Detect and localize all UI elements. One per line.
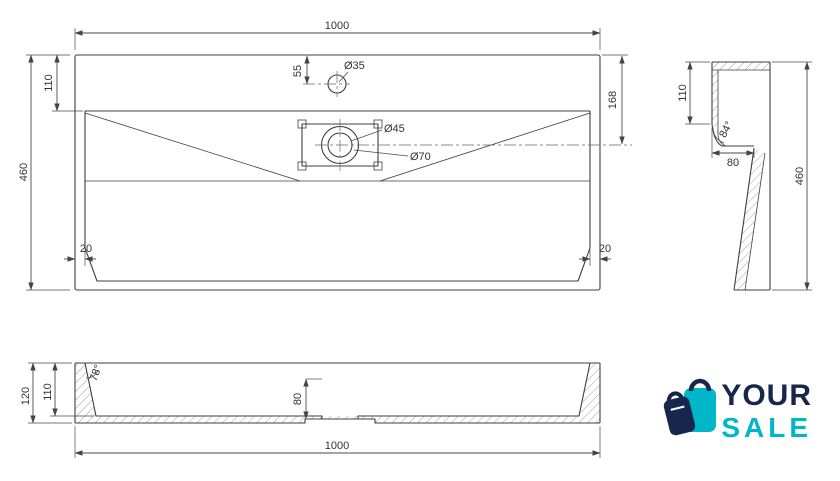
dim-label-top-width: 1000 xyxy=(325,20,349,32)
dim-label-drain-offset: 168 xyxy=(607,91,619,109)
dim-front-inner-height: 110 xyxy=(42,362,94,417)
dim-label-front-width: 1000 xyxy=(325,440,349,452)
top-view-outline xyxy=(74,54,601,291)
dim-gap-right: 20 xyxy=(579,243,611,266)
label-faucet-diameter: Ø35 xyxy=(338,60,365,83)
logo-text-line1: YOUR xyxy=(721,379,812,412)
front-section-hatch xyxy=(75,363,600,423)
dim-deck: 110 xyxy=(43,54,83,112)
top-view: 1000 460 110 55 Ø35 168 xyxy=(18,20,632,291)
dim-gap-left: 20 xyxy=(64,243,96,266)
dim-label-gap-right: 20 xyxy=(599,243,611,255)
label-drain-outer: Ø70 xyxy=(353,149,431,163)
front-section-view: 120 110 78° 80 1000 xyxy=(20,362,601,458)
dim-label-faucet-offset: 55 xyxy=(292,65,304,77)
dim-label-gap-left: 20 xyxy=(80,243,92,255)
dim-label-top-depth: 460 xyxy=(18,163,30,181)
dim-label-side-deck: 110 xyxy=(677,84,689,102)
shopping-bag-icon xyxy=(663,378,716,436)
dim-label-front-inner-height: 110 xyxy=(42,383,54,401)
faucet-diameter-text: Ø35 xyxy=(344,60,365,72)
dim-label-front-drain: 80 xyxy=(292,393,304,405)
dim-front-drain: 80 xyxy=(292,378,322,420)
angle-label-front: 78° xyxy=(88,363,105,383)
dim-side-deck: 110 xyxy=(677,61,710,125)
dim-drain-offset: 168 xyxy=(602,54,628,145)
logo: YOUR SALE xyxy=(663,378,812,443)
dim-front-width: 1000 xyxy=(74,426,601,458)
drain-inner-text: Ø45 xyxy=(384,123,405,135)
side-section-outline xyxy=(711,61,771,291)
side-section-view: 110 84° 80 460 xyxy=(677,61,812,291)
front-section-outline xyxy=(74,362,601,424)
dim-label-side-depth: 460 xyxy=(794,167,806,185)
dim-top-depth: 460 xyxy=(18,54,70,291)
drain-outer-text: Ø70 xyxy=(410,151,431,163)
logo-text-line2: SALE xyxy=(721,412,812,443)
side-section-hatch xyxy=(712,62,770,290)
dim-side-flat: 80 xyxy=(711,128,755,169)
angle-front-wall: 78° xyxy=(85,363,105,383)
dim-label-side-flat: 80 xyxy=(727,157,739,169)
dim-label-deck: 110 xyxy=(43,74,55,92)
drain-plate xyxy=(297,119,632,171)
dim-faucet-offset: 55 xyxy=(292,55,310,85)
faucet-hole xyxy=(303,71,350,97)
dim-top-width: 1000 xyxy=(74,20,601,50)
angle-label-side: 84° xyxy=(717,119,735,139)
label-drain-inner: Ø45 xyxy=(350,123,405,142)
dim-side-depth: 460 xyxy=(772,61,812,291)
dim-front-height: 120 xyxy=(20,362,72,424)
dim-label-front-height: 120 xyxy=(20,387,32,405)
